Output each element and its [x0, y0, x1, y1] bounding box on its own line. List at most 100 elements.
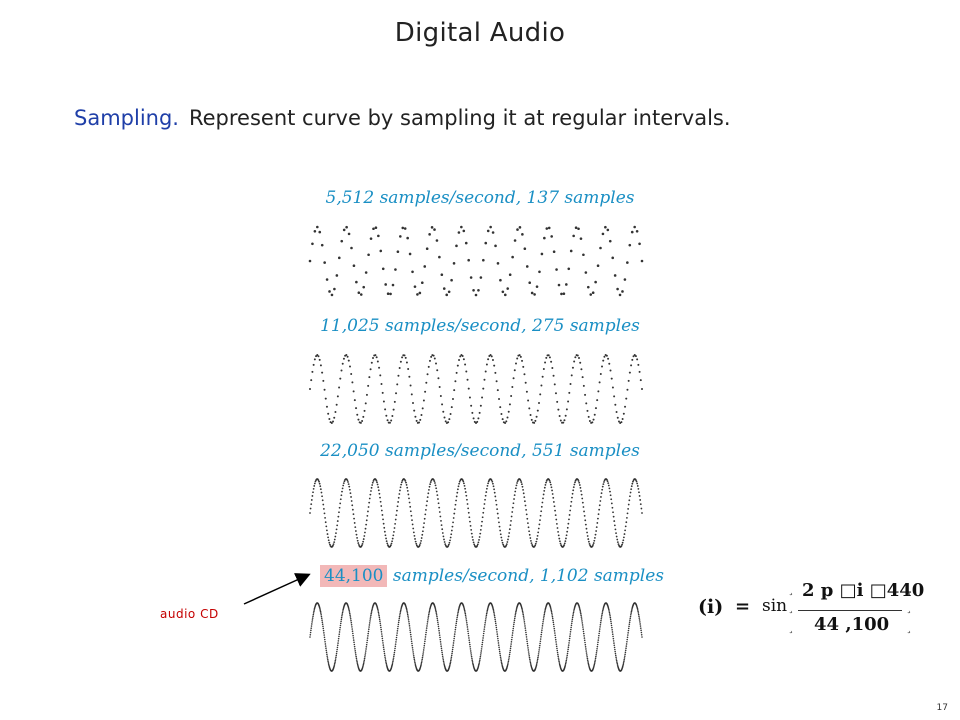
sample-point: [336, 395, 339, 398]
sample-point: [624, 653, 626, 656]
sample-point: [312, 487, 315, 490]
sample-point: [570, 374, 573, 377]
sample-point: [472, 541, 475, 544]
sample-point: [535, 663, 538, 665]
sample-point: [399, 235, 402, 238]
sample-point: [621, 290, 624, 293]
sample-point: [499, 529, 502, 532]
sample-point: [476, 420, 479, 423]
sample-point: [321, 495, 323, 498]
sample-point: [340, 616, 343, 619]
sample-point: [466, 503, 469, 505]
sample-point: [317, 479, 320, 482]
sample-point: [429, 481, 432, 483]
sample-point: [375, 479, 378, 482]
sample-point: [542, 493, 545, 496]
sample-point: [586, 285, 590, 289]
sample-point: [409, 384, 412, 387]
sample-point: [405, 481, 407, 484]
sample-point: [396, 632, 398, 634]
sample-point: [381, 639, 384, 642]
sample-point: [533, 421, 536, 424]
sample-point: [463, 607, 465, 609]
sample-point: [552, 501, 555, 503]
sample-point: [357, 542, 360, 544]
sample-point: [637, 613, 640, 616]
sample-point: [356, 539, 359, 542]
sample-point: [616, 416, 619, 419]
sample-point: [550, 235, 553, 238]
sample-point: [583, 515, 586, 517]
sample-point: [529, 661, 532, 664]
sample-point: [528, 655, 531, 657]
sample-point: [623, 660, 625, 663]
sample-point: [309, 631, 312, 634]
sample-point: [596, 522, 599, 524]
sample-point: [468, 396, 471, 399]
sample-point: [507, 658, 510, 661]
sample-point: [348, 365, 351, 368]
sample-point: [530, 542, 533, 545]
sample-point: [513, 239, 517, 242]
sample-point: [349, 616, 352, 618]
sample-point: [555, 645, 558, 648]
sample-point: [470, 655, 473, 658]
sample-point: [426, 625, 428, 627]
sample-point: [536, 409, 539, 412]
sample-point: [622, 664, 624, 667]
sample-point: [450, 278, 453, 282]
sample-point: [310, 629, 312, 632]
sample-point: [366, 639, 369, 642]
sample-point: [312, 615, 314, 618]
sample-point: [639, 379, 642, 382]
sample-point: [353, 641, 355, 644]
sample-point: [582, 253, 585, 257]
sample-point: [557, 283, 561, 287]
sample-point: [464, 241, 468, 245]
sample-point: [567, 644, 570, 646]
sample-point: [397, 621, 400, 624]
sample-point: [624, 405, 627, 408]
sample-point: [441, 528, 444, 531]
sample-point: [635, 480, 638, 483]
sample-point: [452, 521, 454, 524]
sample-point: [396, 630, 399, 632]
sample-point: [537, 527, 540, 530]
sample-point: [464, 614, 467, 617]
sample-point: [591, 291, 595, 294]
sample-point: [423, 265, 427, 268]
sample-point: [353, 399, 356, 402]
sample-point: [567, 400, 570, 403]
sample-point: [377, 613, 380, 615]
sample-point: [545, 227, 549, 230]
sample-point: [511, 511, 514, 513]
sample-point: [341, 613, 344, 615]
sample-point: [414, 538, 416, 540]
sample-point: [495, 503, 498, 506]
sample-point: [457, 485, 460, 488]
sample-point: [551, 614, 553, 616]
sample-point: [601, 232, 605, 236]
sample-point: [485, 614, 488, 617]
sample-point: [562, 292, 566, 295]
sample-point: [311, 619, 314, 621]
sample-point: [323, 634, 325, 636]
sample-point: [528, 533, 531, 536]
sample-point: [541, 627, 543, 629]
sample-point: [555, 522, 558, 525]
sample-point: [537, 531, 540, 534]
sample-point: [333, 665, 335, 667]
sample-point: [595, 652, 598, 654]
sample-point: [379, 500, 382, 503]
sample-point: [367, 635, 369, 637]
sample-point: [341, 611, 344, 614]
sample-point: [494, 495, 497, 498]
sample-point: [505, 544, 508, 547]
sample-point: [314, 480, 317, 483]
sample-point: [367, 253, 370, 257]
sample-point: [470, 654, 473, 656]
sample-point: [401, 226, 405, 230]
sample-point: [551, 617, 554, 620]
sample-point: [462, 480, 465, 483]
sample-point: [552, 623, 555, 626]
